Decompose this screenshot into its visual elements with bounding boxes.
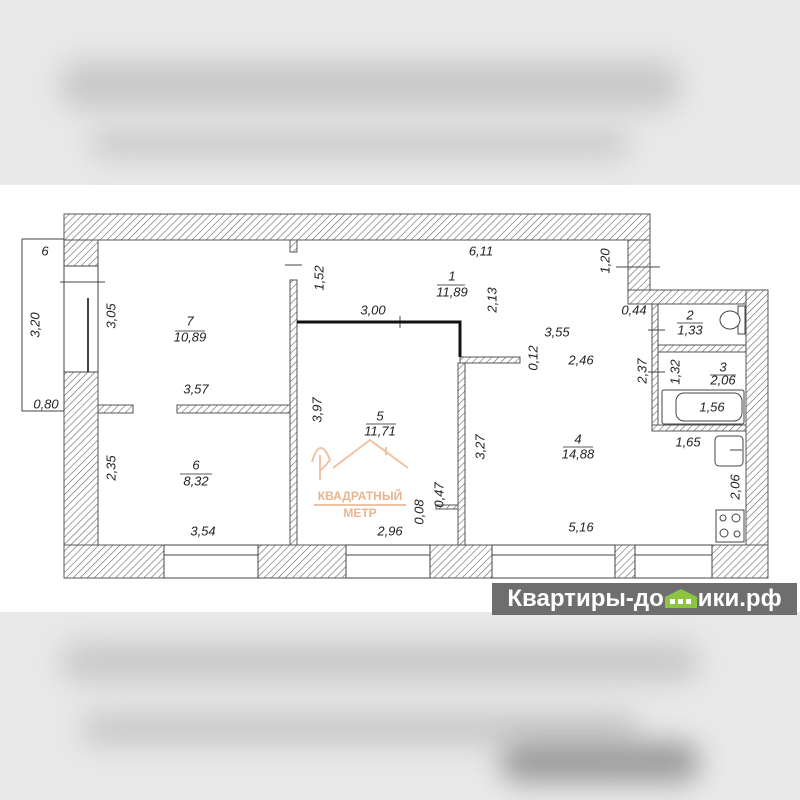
dim: 3,97	[309, 397, 324, 423]
dim: 1,56	[699, 399, 725, 414]
dim: 2,06	[727, 474, 742, 501]
dim: 2,37	[634, 358, 649, 385]
dim: 1,65	[675, 434, 701, 449]
room-3-number: 3	[719, 359, 727, 374]
room-labels	[175, 284, 736, 475]
dim: 0,47	[431, 482, 446, 508]
dim: 6,11	[469, 243, 493, 258]
dim: 3,54	[190, 523, 215, 538]
bathtub-icon	[661, 389, 745, 425]
windows	[63, 265, 713, 579]
stove-icon	[715, 509, 745, 543]
balcony-length: 3,20	[27, 312, 42, 338]
room-3-area: 2,06	[709, 372, 736, 387]
dim: 2,46	[567, 352, 594, 367]
banner-text-start: Квартиры-до	[507, 585, 664, 612]
room-1-boundary	[297, 320, 462, 357]
room-2-number: 2	[685, 307, 694, 322]
dim: 5,16	[568, 519, 594, 534]
dim: 1,20	[597, 248, 612, 274]
toilet-icon	[719, 305, 746, 335]
watermark-line1: КВАДРАТНЫЙ	[318, 488, 402, 503]
dim: 0,44	[621, 302, 646, 317]
walls	[63, 213, 769, 579]
balcony-width: 0,80	[33, 396, 59, 411]
balcony	[21, 238, 65, 412]
dim: 3,00	[360, 302, 386, 317]
dim: 0,12	[525, 345, 540, 371]
dim: 3,05	[103, 303, 118, 329]
dim: 0,08	[411, 499, 426, 525]
room-4-area: 14,88	[562, 446, 595, 461]
dim: 2,35	[103, 455, 118, 482]
watermark-line2: МЕТР	[343, 506, 376, 520]
room-4-number: 4	[574, 431, 581, 446]
room-7-number: 7	[186, 313, 194, 328]
room-6-number: 6	[192, 457, 200, 472]
room-5-area: 11,71	[364, 423, 396, 438]
dim: 2,96	[376, 523, 403, 538]
dim: 3,55	[544, 324, 570, 339]
room-2-area: 1,33	[677, 322, 703, 337]
room-1-area: 11,89	[436, 284, 468, 299]
room-7-area: 10,89	[174, 329, 207, 344]
sink-icon	[714, 435, 744, 467]
dim: 1,32	[667, 359, 682, 385]
room-6-area: 8,32	[183, 473, 209, 488]
watermark-logo	[311, 438, 409, 506]
dimension-labels: 3,05 3,57 2,35 3,54 1,52 3,00 6,11 2,13 …	[103, 243, 742, 538]
dim: 3,57	[183, 381, 209, 396]
banner-text-end: ики.рф	[697, 585, 782, 612]
blurred-header	[0, 0, 800, 185]
dim: 1,52	[311, 265, 326, 291]
room-5-number: 5	[376, 408, 384, 423]
dim: 3,27	[472, 434, 487, 460]
dim: 2,13	[484, 287, 499, 314]
site-watermark-banner: Квартиры-до ики.рф	[492, 583, 797, 615]
fixtures	[661, 305, 746, 543]
balcony-label: 6	[41, 243, 49, 258]
blurred-footer	[0, 612, 800, 800]
room-1-number: 1	[448, 268, 455, 283]
house-icon	[664, 589, 697, 608]
